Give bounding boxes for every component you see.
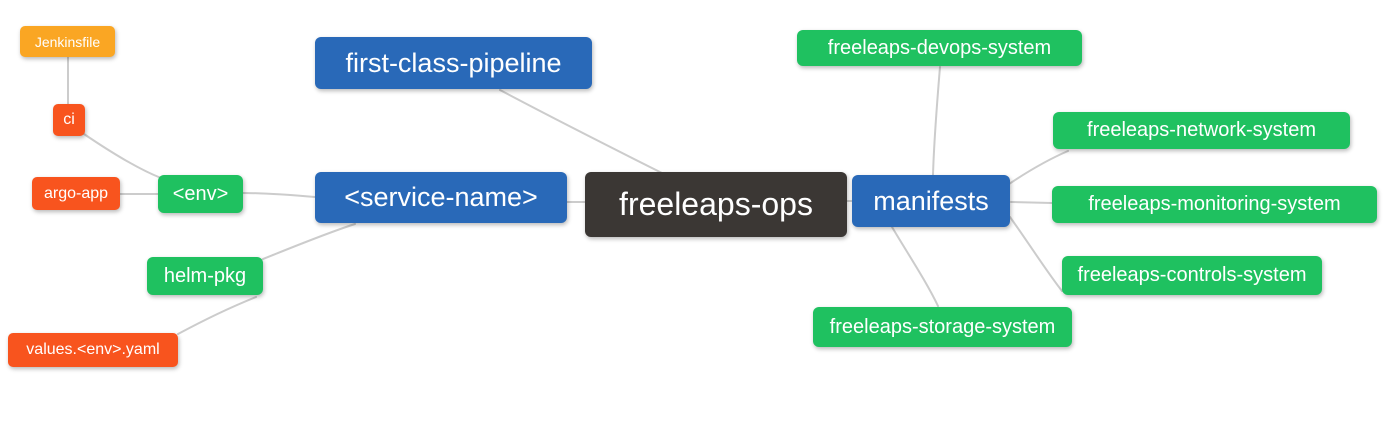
edge-manifests-storage-system (891, 226, 939, 307)
node-manifests[interactable]: manifests (852, 175, 1010, 227)
edge-manifests-network-system (1008, 150, 1069, 185)
edge-env-service-name (242, 192, 316, 198)
edge-manifests-controls-system (1009, 216, 1063, 292)
edge-values-helm-pkg (177, 296, 257, 335)
node-freeleaps-devops-system[interactable]: freeleaps-devops-system (797, 30, 1082, 66)
node-helm-pkg[interactable]: helm-pkg (147, 257, 263, 295)
node-first-class-pipeline[interactable]: first-class-pipeline (315, 37, 592, 89)
node-argo-app[interactable]: argo-app (32, 177, 120, 210)
node-service-name[interactable]: <service-name> (315, 172, 567, 223)
node-freeleaps-monitoring-system[interactable]: freeleaps-monitoring-system (1052, 186, 1377, 223)
edge-manifests-devops-system (932, 66, 941, 176)
edge-helm-pkg-service-name (262, 223, 356, 260)
node-freeleaps-ops-root[interactable]: freeleaps-ops (585, 172, 847, 237)
node-values-env-yaml[interactable]: values.<env>.yaml (8, 333, 178, 367)
edge-first-class-pipeline-root (499, 89, 663, 174)
node-jenkinsfile[interactable]: Jenkinsfile (20, 26, 115, 57)
node-freeleaps-controls-system[interactable]: freeleaps-controls-system (1062, 256, 1322, 295)
node-env[interactable]: <env> (158, 175, 243, 213)
node-ci[interactable]: ci (53, 104, 85, 136)
node-freeleaps-storage-system[interactable]: freeleaps-storage-system (813, 307, 1072, 347)
edge-manifests-monitoring-system (1010, 201, 1053, 204)
node-freeleaps-network-system[interactable]: freeleaps-network-system (1053, 112, 1350, 149)
edge-ci-env (83, 133, 162, 179)
